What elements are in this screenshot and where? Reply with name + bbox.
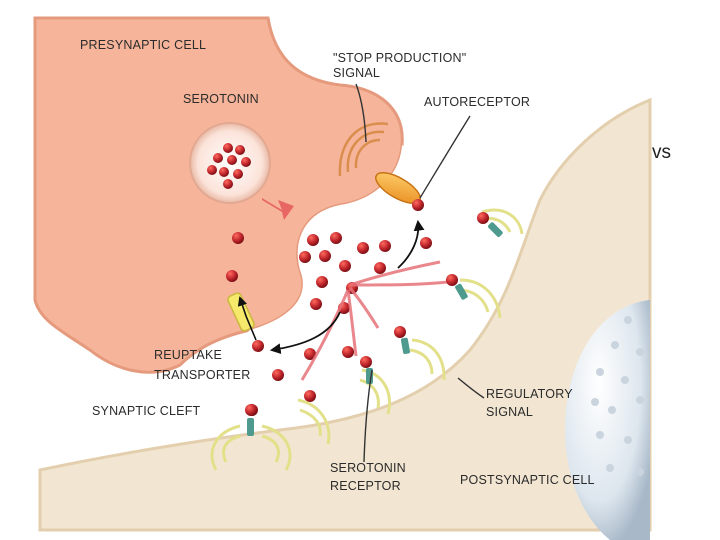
release-arrow <box>262 198 294 220</box>
label-postsynaptic-cell: POSTSYNAPTIC CELL <box>460 473 595 487</box>
stop-production-signal-ripples <box>338 122 389 177</box>
label-autoreceptor: AUTORECEPTOR <box>424 95 531 109</box>
reuptake-arrow <box>269 311 341 355</box>
side-text-vs: vs <box>652 142 671 163</box>
diffusion-arrows <box>300 260 449 381</box>
postsynaptic-cell-membrane <box>38 97 652 532</box>
autoreceptor-binding-arrow <box>397 219 425 269</box>
label-regulatory-1: REGULATORY <box>486 387 573 401</box>
postsynaptic-receptors <box>210 208 524 471</box>
label-stop-production-1: "STOP PRODUCTION" <box>333 51 467 65</box>
label-reuptake-2: TRANSPORTER <box>154 368 251 382</box>
postsynaptic-nucleus <box>565 300 650 540</box>
label-presynaptic-cell: PRESYNAPTIC CELL <box>80 38 207 52</box>
transporter-uptake-arrow <box>237 296 257 341</box>
label-serotonin-receptor-1: SEROTONIN <box>330 461 406 475</box>
vesicle-serotonin-cluster <box>207 143 251 189</box>
label-stop-production-2: SIGNAL <box>333 66 381 80</box>
label-serotonin: SEROTONIN <box>183 92 259 106</box>
label-reuptake-1: REUPTAKE <box>154 348 223 362</box>
label-synaptic-cleft: SYNAPTIC CLEFT <box>92 404 201 418</box>
label-serotonin-receptor-2: RECEPTOR <box>330 479 401 493</box>
label-regulatory-2: SIGNAL <box>486 405 534 419</box>
label-leader-lines <box>355 83 485 463</box>
